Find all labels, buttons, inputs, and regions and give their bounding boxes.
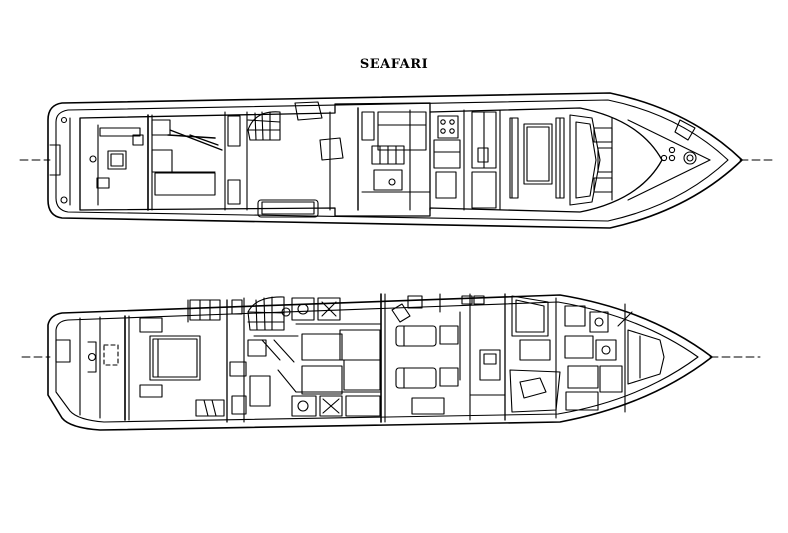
lower-hull-inner bbox=[55, 301, 699, 423]
main-staircase bbox=[247, 111, 281, 141]
dining-table bbox=[523, 123, 553, 185]
salon-chair-top bbox=[294, 101, 323, 121]
main-hull-outline bbox=[47, 92, 743, 229]
drawing-title: SEAFARI bbox=[359, 57, 429, 72]
master-bed bbox=[149, 335, 201, 381]
guest-bed-a bbox=[301, 333, 343, 361]
main-deck-plan bbox=[19, 92, 773, 229]
pilothouse-console bbox=[569, 114, 601, 206]
lower-hull-outline bbox=[47, 294, 713, 431]
guest-bed-b bbox=[339, 329, 381, 361]
galley-lower bbox=[479, 349, 501, 381]
salon-sofa bbox=[257, 199, 319, 218]
main-hull-inner bbox=[55, 99, 729, 222]
guest-bed-d bbox=[395, 325, 437, 347]
guest-bed-c bbox=[301, 365, 343, 395]
salon-chair-mid bbox=[319, 137, 344, 161]
stove bbox=[437, 115, 459, 139]
guest-bed-e bbox=[395, 367, 437, 389]
lower-staircase bbox=[247, 296, 285, 331]
windlass-1 bbox=[683, 151, 697, 165]
lower-deck-plan bbox=[21, 293, 761, 431]
